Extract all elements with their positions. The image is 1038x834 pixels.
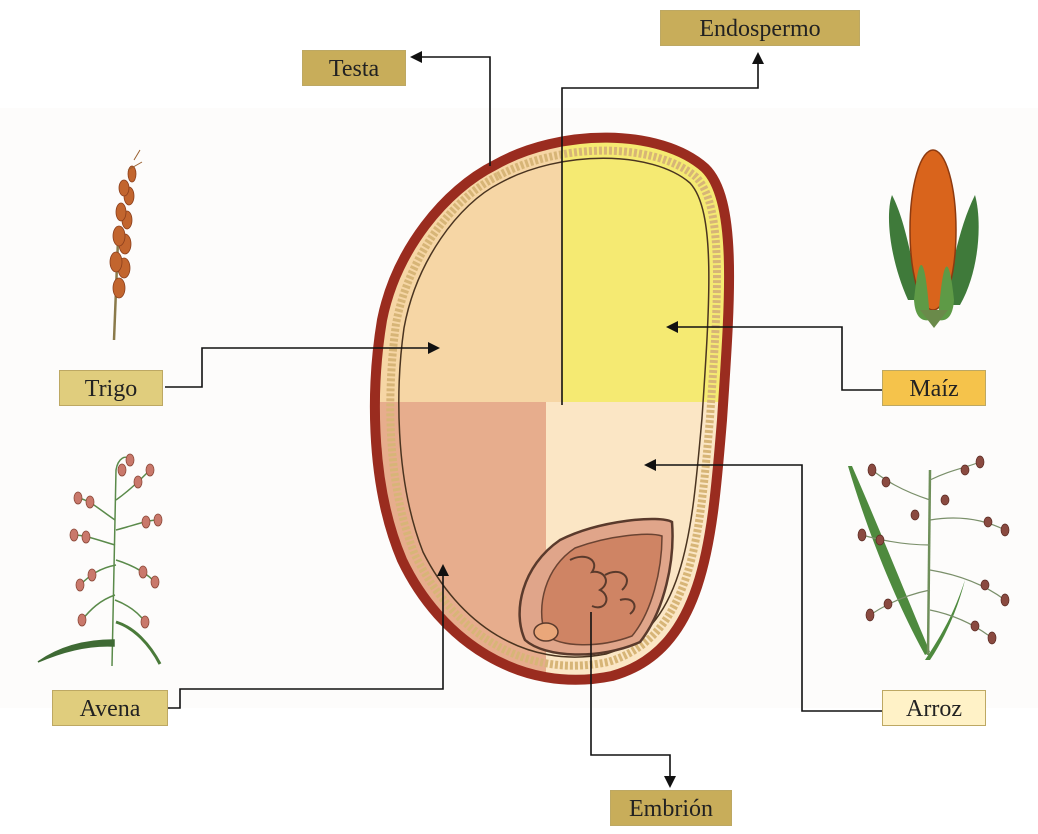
label-embrion: Embrión [610, 790, 732, 826]
label-avena: Avena [52, 690, 168, 726]
label-trigo: Trigo [59, 370, 163, 406]
label-testa: Testa [302, 50, 406, 86]
label-maiz: Maíz [882, 370, 986, 406]
label-endospermo: Endospermo [660, 10, 860, 46]
label-arroz: Arroz [882, 690, 986, 726]
